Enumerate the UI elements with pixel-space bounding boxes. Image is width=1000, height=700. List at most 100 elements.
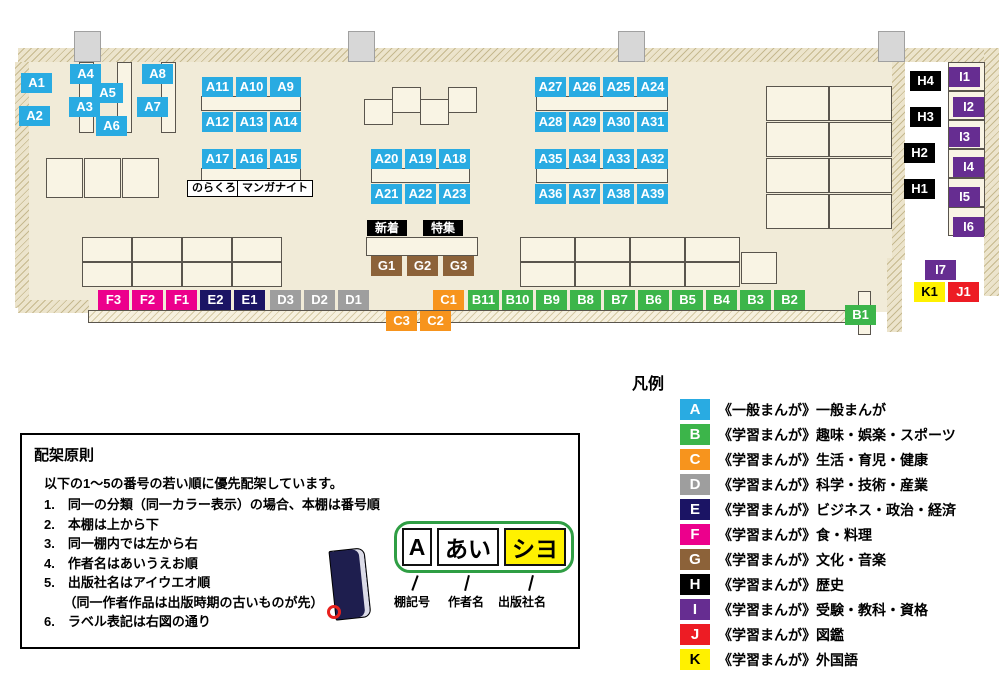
- shelf-label-A20: A20: [371, 149, 402, 169]
- principles-intro: 以下の1〜5の番号の若い順に優先配架しています。: [44, 476, 343, 491]
- shelf-label-特集: 特集: [423, 220, 463, 236]
- shelf-label-A24: A24: [637, 77, 668, 97]
- shelf-unit: [741, 252, 777, 284]
- shelf-label-A30: A30: [603, 112, 634, 132]
- principles-title: 配架原則: [34, 447, 95, 464]
- shelf-label-I1: I1: [949, 67, 980, 87]
- legend-scope: 《学習まんが》: [718, 651, 816, 668]
- principles-item: 3. 同一棚内では左から右: [44, 536, 198, 551]
- wall-segment: [15, 62, 29, 308]
- shelf-label-A21: A21: [371, 184, 402, 204]
- shelf-label-B6: B6: [638, 290, 669, 310]
- shelf-unit: [392, 87, 421, 113]
- legend-color-swatch-D: D: [680, 474, 710, 495]
- shelf-unit: [366, 237, 478, 256]
- shelf-label-B3: B3: [740, 290, 771, 310]
- shelf-unit: [766, 194, 829, 229]
- legend-category: 一般まんが: [816, 401, 886, 418]
- shelf-label-A6: A6: [96, 116, 127, 136]
- shelf-label-H2: H2: [904, 143, 935, 163]
- shelf-unit: [182, 237, 232, 262]
- shelf-label-F3: F3: [98, 290, 129, 310]
- caption-author: 作者名: [448, 595, 485, 609]
- shelf-label-A9: A9: [270, 77, 301, 97]
- wall-segment: [892, 62, 905, 260]
- shelf-label-D2: D2: [304, 290, 335, 310]
- legend-item-F: F 《学習まんが》食・料理: [680, 524, 995, 545]
- shelf-label-D3: D3: [270, 290, 301, 310]
- legend-category: 歴史: [816, 576, 844, 593]
- shelf-unit: [82, 262, 132, 287]
- shelf-label-A10: A10: [236, 77, 267, 97]
- legend-scope: 《学習まんが》: [718, 501, 816, 518]
- shelf-unit: [536, 168, 668, 183]
- pillar: [348, 31, 375, 62]
- shelf-label-A23: A23: [439, 184, 470, 204]
- wall-segment: [18, 300, 89, 313]
- shelf-label-A27: A27: [535, 77, 566, 97]
- shelf-label-A2: A2: [19, 106, 50, 126]
- shelf-unit: [420, 99, 449, 125]
- shelf-label-I4: I4: [953, 157, 984, 177]
- shelf-unit: [132, 262, 182, 287]
- legend-item-K: K《学習まんが》外国語: [680, 649, 995, 670]
- legend-color-swatch-H: H: [680, 574, 710, 595]
- legend-item-D: D《学習まんが》科学・技術・産業: [680, 474, 995, 495]
- legend-item-E: E 《学習まんが》ビジネス・政治・経済: [680, 499, 995, 520]
- shelf-label-A37: A37: [569, 184, 600, 204]
- shelf-unit: [371, 168, 470, 183]
- legend-title: 凡例: [632, 376, 665, 393]
- shelf-label-C3: C3: [386, 311, 417, 331]
- shelf-label-B9: B9: [536, 290, 567, 310]
- legend-scope: 《学習まんが》: [718, 526, 816, 543]
- pillar: [618, 31, 645, 62]
- legend-category: 図鑑: [816, 626, 844, 643]
- shelf-label-A15: A15: [270, 149, 301, 169]
- legend-item-G: G《学習まんが》文化・音楽: [680, 549, 995, 570]
- legend-color-swatch-C: C: [680, 449, 710, 470]
- legend-color-swatch-K: K: [680, 649, 710, 670]
- shelf-unit: [536, 96, 668, 111]
- shelf-unit: [448, 87, 477, 113]
- wall-segment: [984, 48, 999, 296]
- shelf-label-B7: B7: [604, 290, 635, 310]
- shelf-label-A33: A33: [603, 149, 634, 169]
- shelf-unit: [520, 237, 575, 262]
- shelf-unit: [364, 99, 393, 125]
- shelf-label-D1: D1: [338, 290, 369, 310]
- shelf-unit: [630, 237, 685, 262]
- shelf-label-B8: B8: [570, 290, 601, 310]
- shelf-label-I7: I7: [925, 260, 956, 280]
- shelf-label-A25: A25: [603, 77, 634, 97]
- shelf-label-A31: A31: [637, 112, 668, 132]
- shelf-unit: [575, 237, 630, 262]
- legend-category: 食・料理: [816, 526, 872, 543]
- shelf-unit: [201, 96, 301, 111]
- principles-item: （同一作者作品は出版時期の古いものが先）: [44, 594, 324, 610]
- shelf-unit: [232, 237, 282, 262]
- legend-color-swatch-F: F: [680, 524, 710, 545]
- shelf-unit: [182, 262, 232, 287]
- legend-scope: 《学習まんが》: [718, 426, 816, 443]
- legend-color-swatch-A: A: [680, 399, 710, 420]
- shelf-label-B1: B1: [845, 305, 876, 325]
- shelf-label-A16: A16: [236, 149, 267, 169]
- example-author-name: あい: [437, 528, 499, 566]
- label-example: A あい シヨ: [394, 521, 574, 573]
- legend-category: ビジネス・政治・経済: [816, 501, 956, 518]
- wall-segment: [18, 48, 984, 62]
- shelf-label-B10: B10: [502, 290, 533, 310]
- legend-item-B: B《学習まんが》趣味・娯楽・スポーツ: [680, 424, 995, 445]
- legend-color-swatch-I: I: [680, 599, 710, 620]
- shelf-label-E2: E2: [200, 290, 231, 310]
- legend-scope: 《学習まんが》: [718, 601, 816, 618]
- shelf-unit: [232, 262, 282, 287]
- pointer-line-author: [464, 574, 470, 592]
- principles-item: 1. 同一の分類（同一カラー表示）の場合、本棚は番号順: [44, 497, 380, 512]
- shelf-label-A39: A39: [637, 184, 668, 204]
- shelf-unit: [630, 262, 685, 287]
- legend-color-swatch-E: E: [680, 499, 710, 520]
